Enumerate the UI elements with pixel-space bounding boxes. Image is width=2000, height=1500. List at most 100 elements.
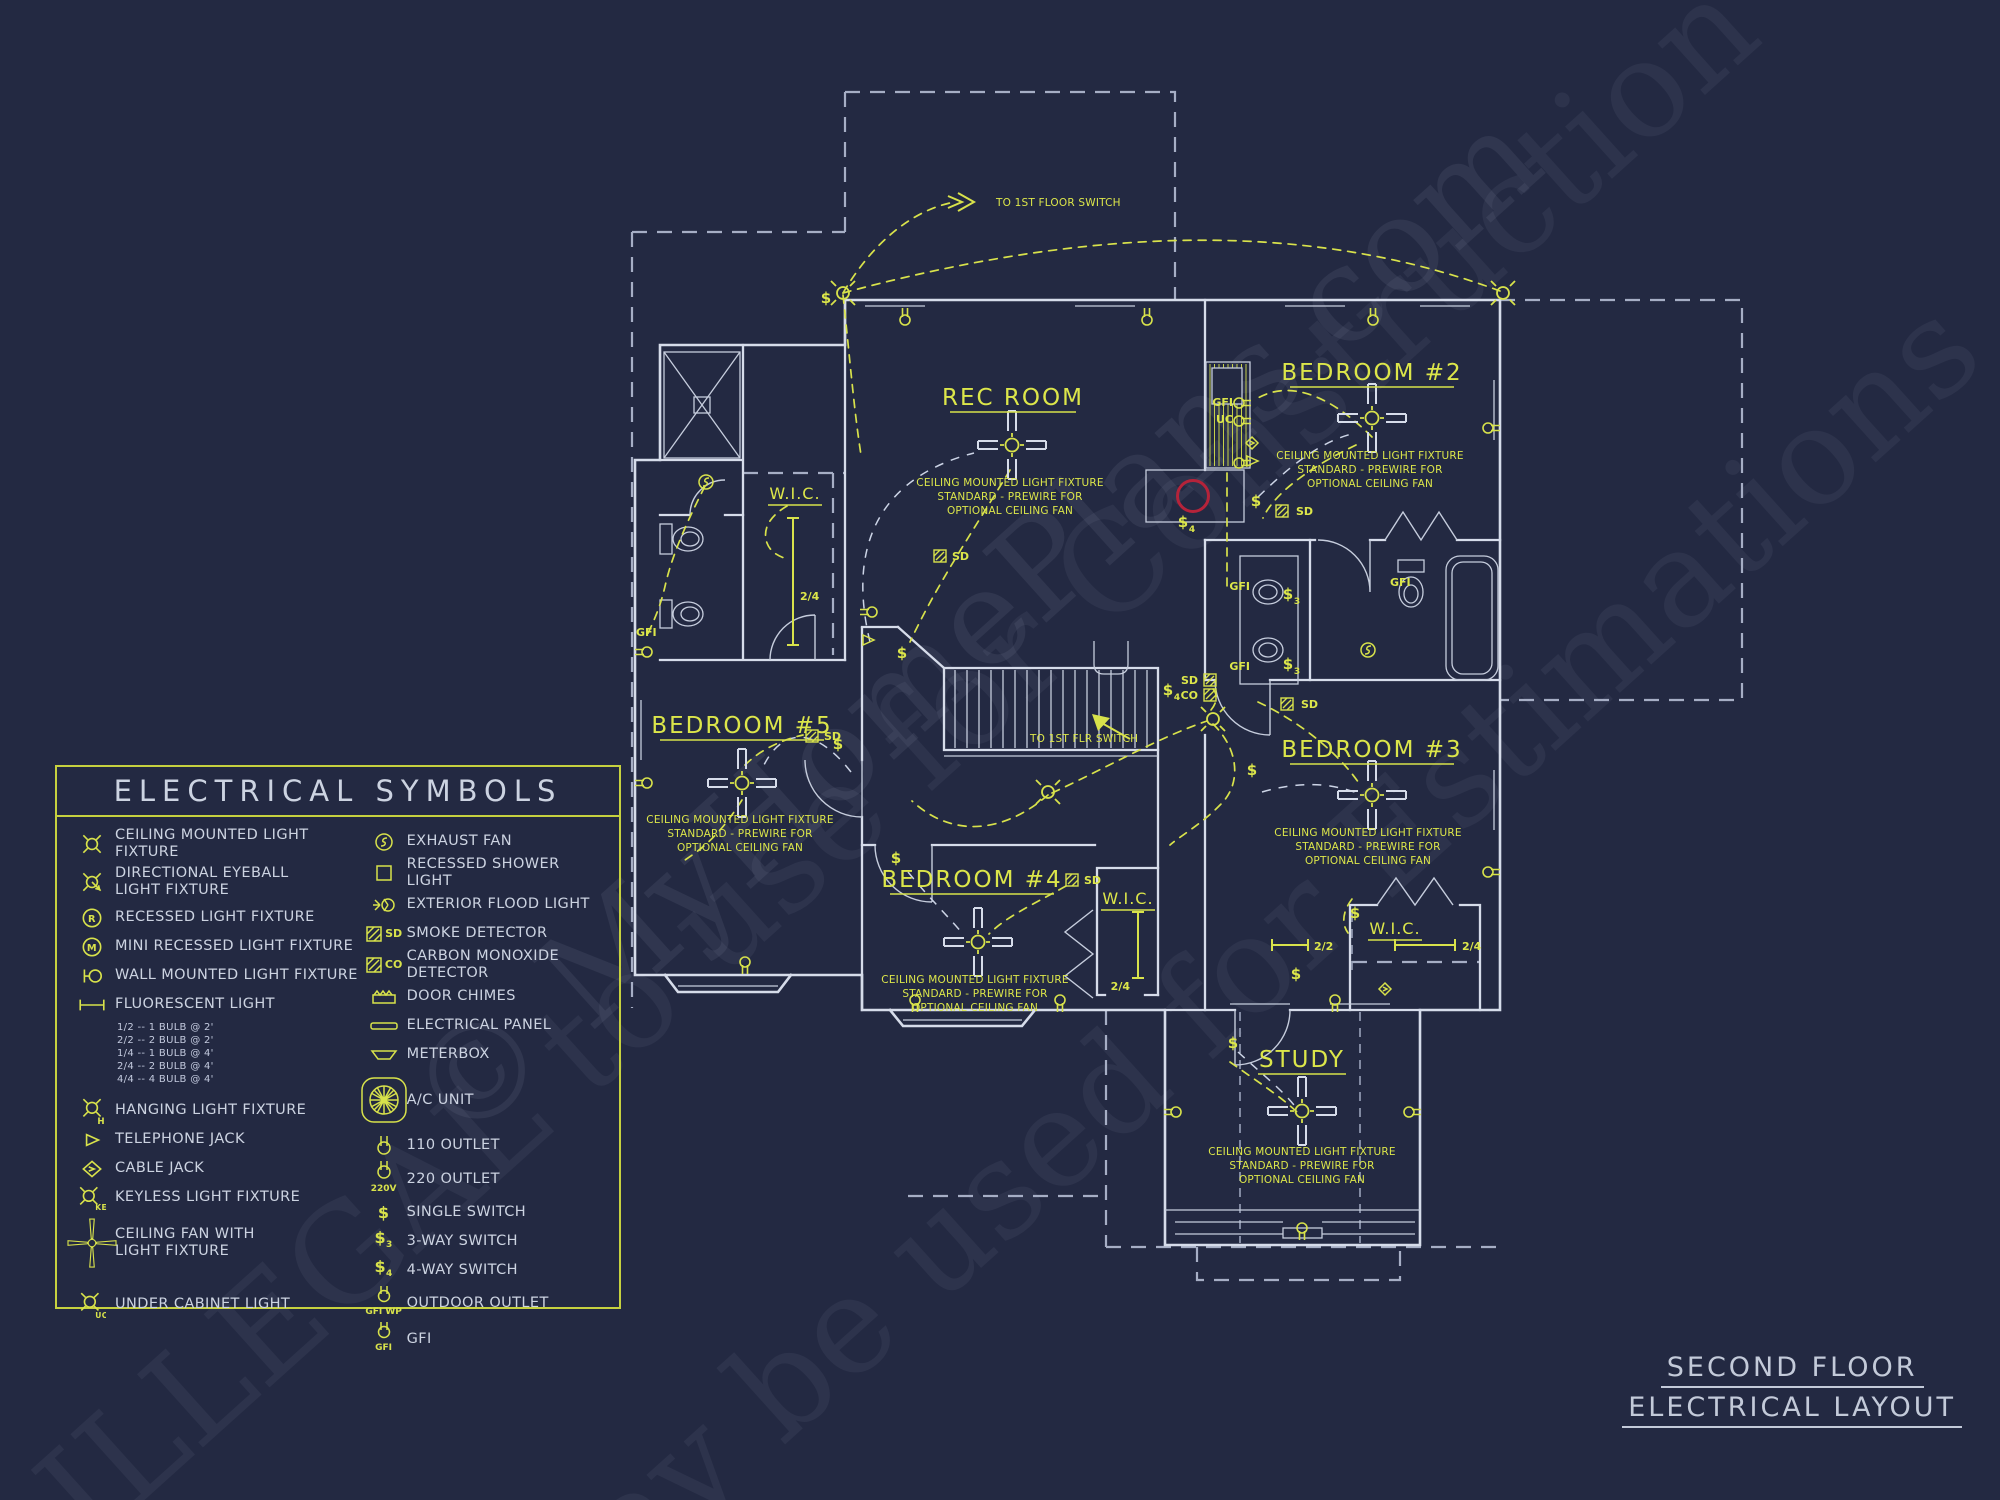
legend-item-ac-unit: A/C UNIT <box>360 1069 609 1131</box>
room-label-wic: W.I.C. <box>1102 889 1153 908</box>
legend-label: RECESSED LIGHT FIXTURE <box>115 909 315 925</box>
legend-label: EXHAUST FAN <box>406 833 512 849</box>
recessed-light-icon: R <box>82 908 102 927</box>
electrical-symbols-legend: ELECTRICAL SYMBOLS CEILING MOUNTED LIGHT… <box>55 765 621 1353</box>
icon-tag: CO <box>384 958 403 971</box>
legend-label: DOOR CHIMES <box>406 988 516 1004</box>
fluorescent-size-label: 2/2 <box>1314 940 1333 953</box>
roof-outline-dashed <box>630 90 1744 1282</box>
fluorescent-light-icon <box>79 999 105 1010</box>
fixture-note: STANDARD - PREWIRE FOR <box>1229 1160 1374 1172</box>
legend-item-carbon-monoxide-detector: CO CARBON MONOXIDE DETECTOR <box>361 948 609 982</box>
switch: $ <box>1291 965 1301 983</box>
fixture-note: STANDARD - PREWIRE FOR <box>937 491 1082 503</box>
switch: $ <box>1283 655 1293 673</box>
legend-item-cable-jack: CABLE JACK <box>69 1154 361 1183</box>
uc-label: UC <box>1216 413 1233 426</box>
meterbox-icon <box>370 1049 398 1060</box>
legend-item-under-cabinet-light: UC UNDER CABINET LIGHT <box>69 1290 361 1319</box>
ceiling-fan-bedroom-4 <box>943 907 1013 977</box>
switch: $ <box>1251 492 1261 510</box>
outlet-220-icon <box>376 1161 391 1179</box>
switch: $ <box>821 289 831 307</box>
switch-sub: 3 <box>1294 597 1300 607</box>
icon-tag: 220V <box>370 1184 397 1194</box>
legend-item-smoke-detector: SD SMOKE DETECTOR <box>361 919 609 948</box>
fixture-note: CEILING MOUNTED LIGHT FIXTURE <box>1274 827 1461 839</box>
legend-item-hanging-light: H HANGING LIGHT FIXTURE <box>69 1096 361 1125</box>
fixture-note: CEILING MOUNTED LIGHT FIXTURE <box>646 814 833 826</box>
legend-label: UNDER CABINET LIGHT <box>115 1296 291 1312</box>
legend-item-exhaust-fan: EXHAUST FAN <box>361 827 609 856</box>
cable-jack-icon <box>82 1159 102 1178</box>
ceiling-mounted-light-icon <box>82 834 102 854</box>
door-swings <box>689 479 1371 1066</box>
switch: $ <box>1163 681 1173 699</box>
fluorescent-size: 1/4 -- 1 BULB @ 4' <box>117 1048 214 1059</box>
legend-label: CARBON MONOXIDE DETECTOR <box>406 948 560 981</box>
mini-recessed-light-icon: M <box>82 937 102 956</box>
carbon-monoxide-detector-icon <box>366 957 382 973</box>
sd-label: SD <box>1181 674 1198 687</box>
red-marker-circle <box>1176 479 1210 513</box>
legend-item-ceiling-mounted-light: CEILING MOUNTED LIGHT FIXTURE <box>69 827 361 861</box>
legend-label: TELEPHONE JACK <box>115 1131 245 1147</box>
switch: $ <box>1247 761 1257 779</box>
exterior-flood-light-icon <box>372 897 395 912</box>
closet-doors <box>1063 510 1458 999</box>
keyless-light-icon: KEY <box>79 1186 107 1211</box>
legend-label: CABLE JACK <box>115 1160 205 1176</box>
hanging-light-icon: H <box>82 1098 105 1125</box>
gfi-label: GFI <box>1390 576 1411 589</box>
fireplace-box <box>1145 469 1245 523</box>
sheet-title-line1: SECOND FLOOR <box>1660 1352 1924 1388</box>
legend-item-110-outlet: 110 OUTLET <box>361 1131 609 1160</box>
electrical-panel-icon <box>369 1021 398 1030</box>
icon-glyph: R <box>88 913 96 924</box>
wiring-yellow-dashed <box>645 201 1501 1113</box>
legend-item-fluorescent-light: FLUORESCENT LIGHT <box>69 990 361 1019</box>
switch: $ <box>1283 585 1293 603</box>
legend-label: CEILING FAN WITH LIGHT FIXTURE <box>115 1226 255 1259</box>
legend-item-directional-eyeball: DIRECTIONAL EYEBALL LIGHT FIXTURE <box>69 861 361 903</box>
fluorescent-size: 4/4 -- 4 BULB @ 4' <box>117 1074 214 1085</box>
switch: $ <box>897 644 907 662</box>
legend-label: 220 OUTLET <box>406 1170 500 1187</box>
annotation-to-1st-flr-switch: TO 1ST FLR SWITCH <box>1029 733 1138 745</box>
legend-item-keyless-light: KEY KEYLESS LIGHT FIXTURE <box>69 1183 361 1212</box>
legend-item-gfi: GFI GFI <box>361 1321 609 1357</box>
sheet-title-line2: ELECTRICAL LAYOUT <box>1622 1392 1962 1428</box>
fixture-note: OPTIONAL CEILING FAN <box>1239 1174 1365 1186</box>
outdoor-outlet-icon <box>377 1286 390 1303</box>
switch-sub: 4 <box>1189 525 1195 535</box>
fixture-note: OPTIONAL CEILING FAN <box>1307 478 1433 490</box>
gfi-label: GFI <box>1229 580 1250 593</box>
cable-jack-symbol <box>1244 435 1393 997</box>
room-label-wic: W.I.C. <box>769 484 820 503</box>
outlets <box>634 307 1501 1241</box>
gfi-label: GFI <box>1212 396 1233 409</box>
single-switch-icon: $ <box>377 1203 390 1222</box>
switch: $ <box>1228 1034 1238 1052</box>
legend-item-door-chimes: DOOR CHIMES <box>361 982 609 1011</box>
legend-label: SINGLE SWITCH <box>406 1204 527 1220</box>
legend-label: OUTDOOR OUTLET <box>406 1294 549 1311</box>
fluorescent-lights <box>787 517 1456 979</box>
sd-label: SD <box>824 730 841 743</box>
switch: $ <box>1178 513 1188 531</box>
switch: $ <box>1350 904 1360 922</box>
exhaust-fan-symbol <box>698 474 1376 658</box>
fluorescent-size: 1/2 -- 1 BULB @ 2' <box>117 1022 214 1033</box>
legend-item-wall-mounted-light: WALL MOUNTED LIGHT FIXTURE <box>69 961 361 990</box>
legend-item-exterior-flood-light: EXTERIOR FLOOD LIGHT <box>361 890 609 919</box>
fixture-note: STANDARD - PREWIRE FOR <box>667 828 812 840</box>
legend-item-telephone-jack: TELEPHONE JACK <box>69 1125 361 1154</box>
legend-label: A/C UNIT <box>406 1091 474 1108</box>
exhaust-fan-icon <box>374 832 393 851</box>
room-label-wic: W.I.C. <box>1369 919 1420 938</box>
sd-label: SD <box>1084 874 1101 887</box>
ac-unit-icon <box>360 1077 407 1123</box>
exterior-walls <box>633 298 1502 1247</box>
switch: $ <box>833 735 843 753</box>
fixture-note: OPTIONAL CEILING FAN <box>677 842 803 854</box>
